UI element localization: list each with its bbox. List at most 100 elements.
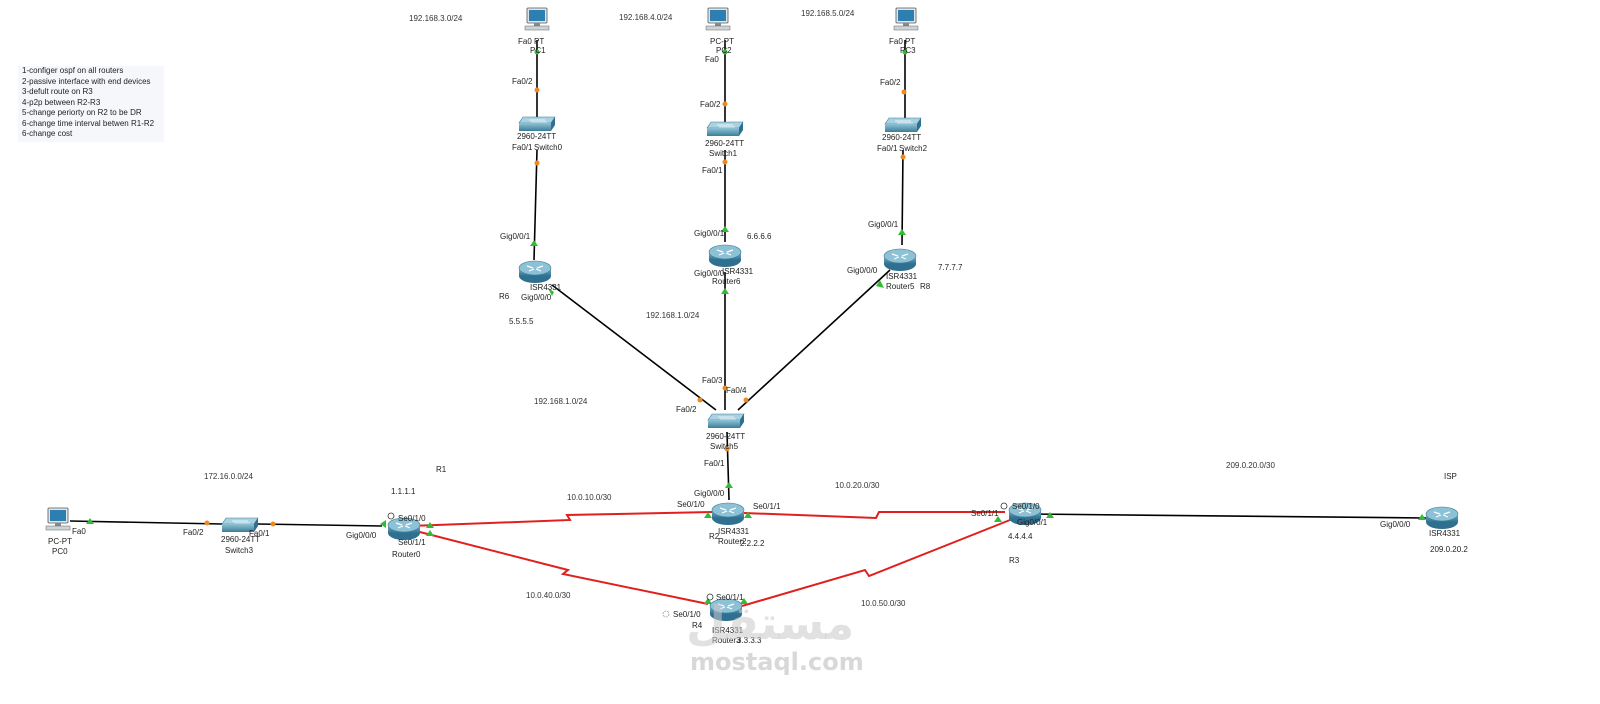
network-label: 192.168.1.0/24 <box>646 311 700 320</box>
switch2-model: 2960-24TT <box>882 133 922 142</box>
note-item: 6-change cost <box>22 129 73 138</box>
link-r4-r3-serial[interactable] <box>741 519 1011 607</box>
port-label: Se0/1/0 <box>398 514 426 523</box>
link-switch2-router5[interactable] <box>901 149 904 246</box>
router5-name: Router5 <box>886 282 915 291</box>
isp-router-icon[interactable] <box>1425 506 1459 530</box>
clock-icon <box>387 512 395 520</box>
network-label: 192.168.3.0/24 <box>409 14 463 23</box>
switch3-model: 2960-24TT <box>221 535 261 544</box>
status-arrow <box>426 522 434 528</box>
port-label: Se0/1/0 <box>1012 502 1040 511</box>
router-id: 1.1.1.1 <box>391 487 416 496</box>
status-arrow <box>548 288 554 296</box>
network-label: 10.0.40.0/30 <box>526 591 571 600</box>
status-arrow <box>721 288 729 294</box>
pc1-name: PC1 <box>530 46 546 55</box>
router-id: 7.7.7.7 <box>938 263 963 272</box>
clock-icon <box>662 610 670 618</box>
router0-model: Router0 <box>392 550 421 559</box>
switch1-icon[interactable] <box>706 121 744 137</box>
network-label: 172.16.0.0/24 <box>204 472 253 481</box>
network-label: 192.168.1.0/24 <box>534 397 588 406</box>
clock-icon <box>1000 502 1008 510</box>
link-r2-r3-serial[interactable] <box>743 511 1005 520</box>
status-arrow <box>380 520 386 528</box>
pc1-icon[interactable] <box>524 7 550 31</box>
port-label: Fa0/2 <box>512 77 533 86</box>
status-arrow <box>725 482 733 488</box>
r6-router-icon[interactable] <box>518 260 552 284</box>
network-label: 209.0.20.0/30 <box>1226 461 1275 470</box>
status-dot <box>901 89 907 95</box>
router6-model: ISR4331 <box>722 267 754 276</box>
note-item: 3-defult route on R3 <box>22 87 93 96</box>
r2-router-icon[interactable] <box>711 502 745 526</box>
link-router5-switch5[interactable] <box>737 269 891 411</box>
router-id: 3.3.3.3 <box>737 636 762 645</box>
network-label: 10.0.10.0/30 <box>567 493 612 502</box>
status-dot <box>722 49 728 55</box>
router6-icon[interactable] <box>708 244 742 268</box>
router-id: 4.4.4.4 <box>1008 532 1033 541</box>
port-label: Fa0 <box>705 55 719 64</box>
router-id: 6.6.6.6 <box>747 232 772 241</box>
r2-name: Router2 <box>718 537 747 546</box>
port-label: Fa0/2 <box>676 405 697 414</box>
pc2-name: PC2 <box>716 46 732 55</box>
port-label: Se0/1/1 <box>753 502 781 511</box>
link-status-markers <box>86 49 1426 604</box>
ethernet-links <box>69 40 1427 527</box>
switch5-icon[interactable] <box>707 413 745 429</box>
pc1-model: Fa0 PT <box>518 37 545 46</box>
status-arrow <box>1046 512 1054 518</box>
status-arrow <box>704 598 712 604</box>
router5-model: ISR4331 <box>886 272 918 281</box>
r4-model: ISR4331 <box>712 626 744 635</box>
status-arrow <box>740 598 748 604</box>
switch3-name: Switch3 <box>225 546 254 555</box>
pc0-model: PC-PT <box>48 537 72 546</box>
link-switch3-router0[interactable] <box>257 523 383 527</box>
switch1-name: Switch1 <box>709 149 738 158</box>
port-label: Se0/1/0 <box>677 500 705 509</box>
serial-links <box>409 511 1011 607</box>
switch1-model: 2960-24TT <box>705 139 745 148</box>
port-label: Se0/1/1 <box>971 509 999 518</box>
link-r3-isp[interactable] <box>1029 513 1427 519</box>
router-id: 2.2.2.2 <box>740 539 765 548</box>
router5-icon[interactable] <box>883 248 917 272</box>
switch2-icon[interactable] <box>884 117 922 133</box>
pc0-icon[interactable] <box>45 507 71 531</box>
status-dot <box>724 446 730 452</box>
port-label: Gig0/0/1 <box>500 232 531 241</box>
status-dot <box>270 521 276 527</box>
watermark-latin: mostaql.com <box>690 648 864 676</box>
status-arrow <box>704 512 712 518</box>
pc3-name: PC3 <box>900 46 916 55</box>
status-dot <box>534 49 540 55</box>
clock-icon <box>706 593 714 601</box>
link-switch5-r2[interactable] <box>726 431 730 501</box>
port-label: Fa0/2 <box>880 78 901 87</box>
clock-icons <box>387 502 1008 618</box>
switch0-model: 2960-24TT <box>517 132 557 141</box>
status-arrow <box>744 512 752 518</box>
link-r1-r4-serial[interactable] <box>411 529 709 605</box>
port-label: Gig0/0/1 <box>1017 518 1048 527</box>
port-label: Fa0/1 <box>512 143 533 152</box>
link-pc0-switch3[interactable] <box>69 520 223 525</box>
switch5-model: 2960-24TT <box>706 432 746 441</box>
link-r1-r2-serial[interactable] <box>409 511 713 527</box>
link-r6-switch5[interactable] <box>551 284 717 411</box>
r2-tag: R2 <box>709 532 720 541</box>
status-dot <box>722 385 728 391</box>
port-label: Gig0/0/1 <box>694 229 725 238</box>
pc3-icon[interactable] <box>893 7 919 31</box>
network-label: 192.168.4.0/24 <box>619 13 673 22</box>
status-dot <box>722 101 728 107</box>
switch0-icon[interactable] <box>518 116 556 132</box>
r6-tag: R6 <box>499 292 510 301</box>
pc2-icon[interactable] <box>705 7 731 31</box>
